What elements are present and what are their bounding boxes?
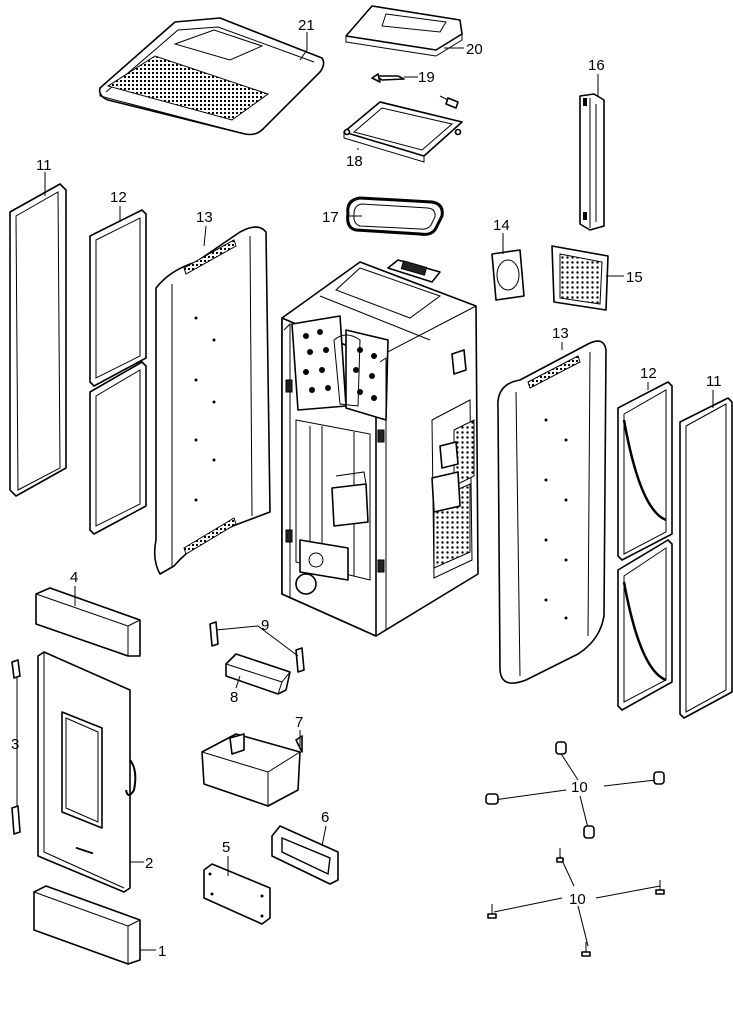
- top-cover-part: [98, 17, 325, 136]
- part-label-20: 20: [466, 41, 483, 58]
- part-label-2: 2: [145, 855, 153, 872]
- fastener-part: [371, 73, 459, 109]
- part-label-19: 19: [418, 69, 435, 86]
- part-label-17: 17: [322, 209, 339, 226]
- part-label-5: 5: [222, 839, 230, 856]
- part-label-13-right: 13: [552, 325, 569, 342]
- part-label-12-left: 12: [110, 189, 127, 206]
- foot-set-upper: [485, 741, 665, 839]
- frame-part: [343, 101, 463, 163]
- top-lid-part: [345, 5, 463, 57]
- flue-plate-part: [491, 249, 525, 301]
- hinge-part: [11, 659, 21, 835]
- part-label-16: 16: [588, 57, 605, 74]
- left-side-panel-outer: [9, 183, 67, 497]
- part-label-9: 9: [261, 617, 269, 634]
- upper-front-band-part: [35, 587, 141, 657]
- part-label-15: 15: [626, 269, 643, 286]
- part-label-10-upper: 10: [571, 779, 588, 796]
- gasket-frame-part: [271, 825, 339, 885]
- stove-body-frame: [281, 259, 479, 637]
- part-label-14: 14: [493, 217, 510, 234]
- mesh-panel-part: [551, 245, 609, 311]
- part-label-11-right: 11: [706, 373, 722, 390]
- angle-bracket-part: [225, 653, 291, 695]
- right-side-panel-outer: [679, 397, 733, 719]
- vertical-bracket-part: [579, 93, 605, 231]
- part-label-6: 6: [321, 809, 329, 826]
- right-curved-side-part: [497, 340, 607, 684]
- svg-text:▬▬▬: ▬▬▬: [75, 845, 94, 856]
- part-label-4: 4: [70, 569, 78, 586]
- left-curved-side-part: [153, 226, 271, 575]
- part-label-8: 8: [230, 689, 238, 706]
- gasket-part: [346, 196, 444, 236]
- part-label-11-left: 11: [36, 157, 52, 174]
- part-label-7: 7: [295, 714, 303, 731]
- part-label-3: 3: [11, 736, 19, 753]
- part-label-13-left: 13: [196, 209, 213, 226]
- door-part: ▬▬▬: [37, 651, 137, 893]
- part-label-1: 1: [158, 943, 166, 960]
- left-side-panel-inner: [89, 209, 147, 535]
- part-labels: 21 20 19 18 17 16 15 14 13 13 12 12 11 1…: [11, 17, 722, 960]
- ash-drawer-part: [201, 733, 303, 807]
- foot-set-lower: [487, 848, 665, 957]
- lower-front-band-part: [33, 885, 141, 965]
- part-label-21: 21: [298, 17, 315, 34]
- right-side-panel-inner: [617, 381, 673, 711]
- cover-plate-part: [203, 863, 271, 925]
- part-label-10-lower: 10: [569, 891, 586, 908]
- part-label-12-right: 12: [640, 365, 657, 382]
- leader-lines: [16, 32, 714, 951]
- small-bracket-part: [209, 621, 305, 673]
- part-label-18: 18: [346, 153, 363, 170]
